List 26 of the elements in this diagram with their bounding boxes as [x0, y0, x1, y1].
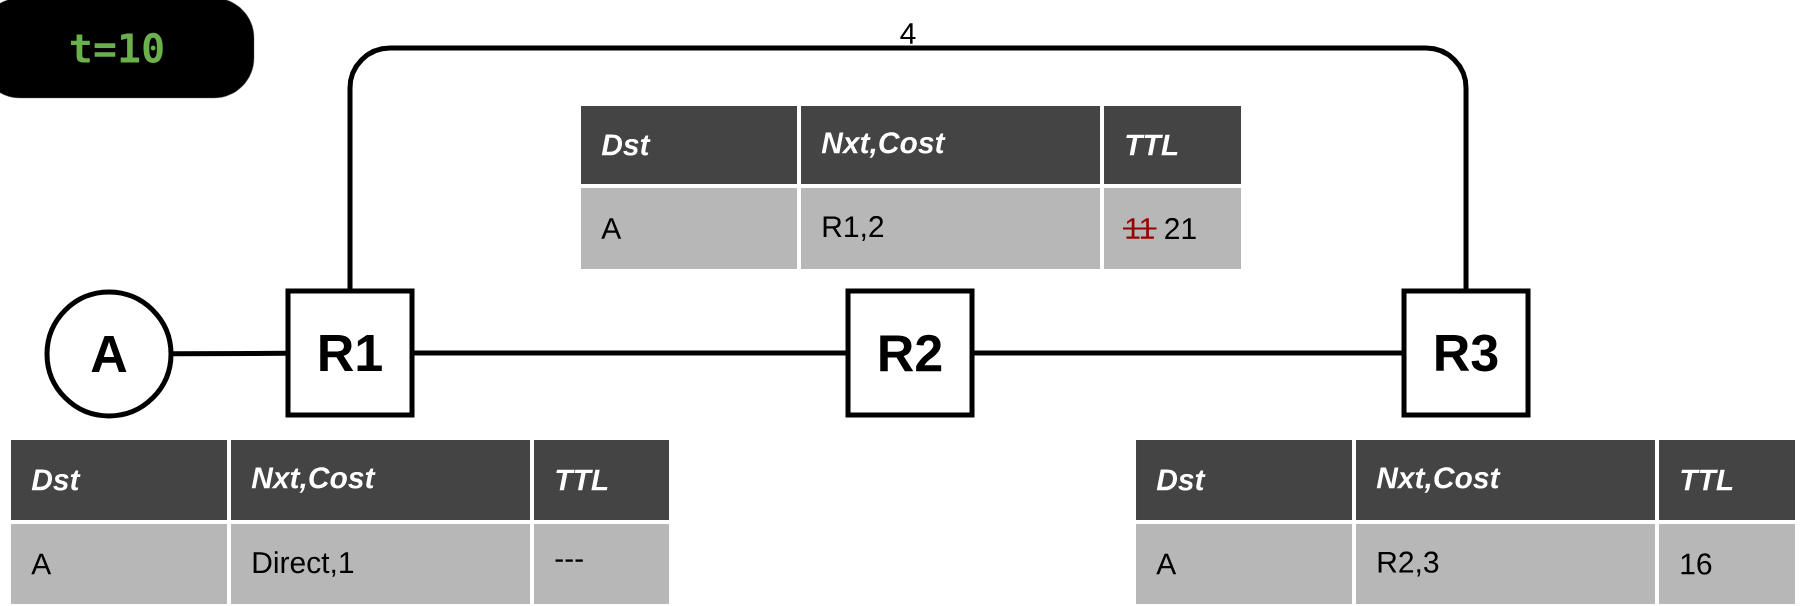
edge-label: 4: [900, 23, 916, 44]
router-box: R2: [845, 288, 975, 418]
link-line: [171, 350, 288, 357]
table-cell: A: [581, 188, 797, 269]
header-cell: Nxt,Cost: [1356, 440, 1655, 520]
table-cell: Direct,1: [231, 524, 530, 604]
header-cell: Dst: [11, 440, 227, 520]
router-box: R1: [285, 288, 415, 418]
header-cell: Nxt,Cost: [801, 106, 1100, 184]
link-line: [412, 350, 848, 356]
header-cell: TTL: [1659, 440, 1795, 520]
header-cell: TTL: [1104, 106, 1241, 184]
router-box: R3: [1401, 288, 1531, 418]
table-cell: A: [1136, 524, 1352, 604]
link-line: [347, 45, 1469, 291]
table-cell: 16: [1659, 524, 1795, 604]
table-cell: ---: [534, 524, 669, 604]
link-line: [972, 350, 1404, 356]
header-cell: TTL: [534, 440, 669, 520]
header-cell: Dst: [581, 106, 797, 184]
table-cell: R1,2: [801, 188, 1100, 269]
table-cell: A: [11, 524, 227, 604]
header-cell: Nxt,Cost: [231, 440, 530, 520]
time-badge: t=10: [0, 0, 255, 99]
header-cell: Dst: [1136, 440, 1352, 520]
table-cell: R2,3: [1356, 524, 1655, 604]
